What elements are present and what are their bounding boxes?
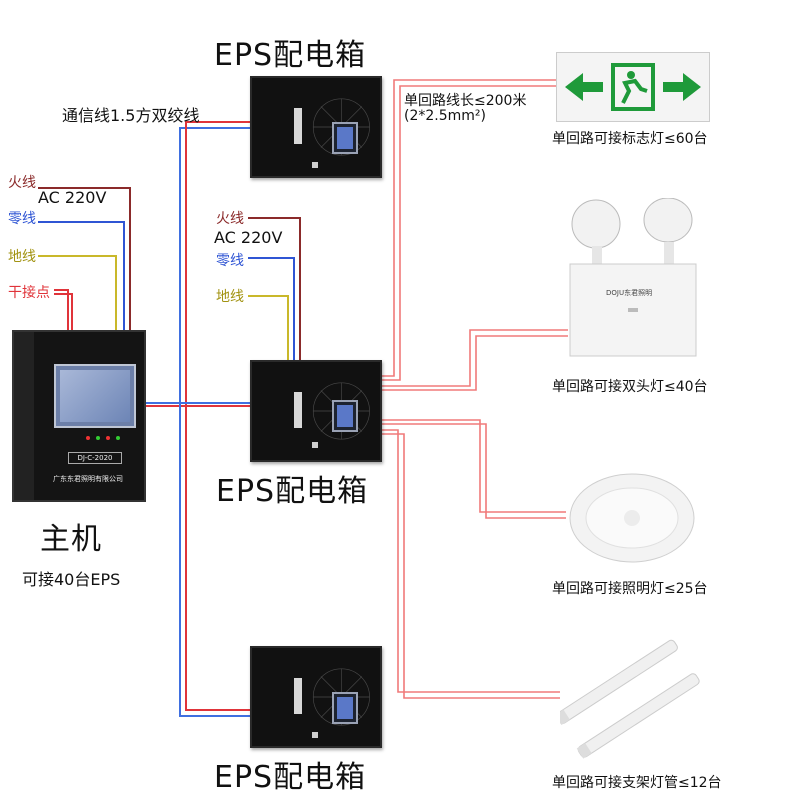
host-neutral-wire [38,221,125,330]
eps-nameplate [294,108,302,144]
exit-sign-graphic [565,63,701,111]
host-indicator [96,436,100,440]
eps-box-bottom [250,646,382,748]
load-label-ceiling: 单回路可接照明灯≤25台 [552,581,708,597]
ceiling-lamp-graphic [569,473,695,563]
host-ground-label: 地线 [8,249,36,265]
host-unit: DJ-C-2020 广东东君照明有限公司 [12,330,146,502]
eps-neutral-label: 零线 [216,253,244,269]
eps-ground-wire [248,295,289,360]
host-indicator [86,436,90,440]
host-voltage-label: AC 220V [38,188,107,207]
host-indicator [116,436,120,440]
output-lines [378,79,568,699]
host-live-wire [38,187,131,330]
eps-box-middle-label: EPS配电箱 [216,474,369,509]
host-ground-wire [38,255,117,330]
eps-indicator [312,162,318,168]
host-input-wires [38,187,131,330]
eps-ground-label: 地线 [216,289,244,305]
host-company-name: 广东东君照明有限公司 [53,475,123,483]
load-label-exit: 单回路可接标志灯≤60台 [552,131,708,147]
eps-box-middle [250,360,382,462]
host-live-label: 火线 [8,175,36,191]
comm-line-label: 通信线1.5方双绞线 [62,106,200,125]
host-capacity: 可接40台EPS [22,570,121,589]
eps-box-top [250,76,382,178]
eps-indicator [312,732,318,738]
eps-live-wire [248,217,301,360]
host-model-badge: DJ-C-2020 [68,452,122,464]
host-screen [54,364,136,428]
eps-box-top-label: EPS配电箱 [214,38,367,73]
tube-light-icon [554,632,700,772]
comm-line [144,121,250,717]
eps-voltage-label: AC 220V [214,228,283,247]
eps-live-label: 火线 [216,211,244,227]
eps-indicator [312,442,318,448]
eps-screen [332,122,358,154]
eps-nameplate [294,678,302,714]
host-dry-contact-label: 干接点 [8,285,50,301]
host-title: 主机 [40,522,102,557]
eps-screen [332,692,358,724]
circuit-length-note: 单回路线长≤200米 [404,93,527,109]
ceiling-lamp-icon [566,466,698,566]
exit-sign-icon [556,52,710,122]
host-side-panel [14,332,34,500]
twin-head-lamp-icon: DOJU东君照明 [568,197,700,358]
host-indicator [106,436,110,440]
load-label-twin: 单回路可接双头灯≤40台 [552,379,708,395]
twin-head-lamp-graphic [569,197,697,357]
eps-neutral-wire [248,257,295,360]
eps-nameplate [294,392,302,428]
twin-lamp-brand: DOJU东君照明 [606,289,653,297]
host-neutral-label: 零线 [8,211,36,227]
host-dry-contact-wire [54,289,69,330]
tube-light-graphic [554,639,700,759]
circuit-wire-spec: (2*2.5mm²) [404,108,486,124]
eps-screen [332,400,358,432]
load-label-tube: 单回路可接支架灯管≤12台 [552,775,722,791]
eps-input-wires [248,217,301,360]
eps-box-bottom-label: EPS配电箱 [214,760,367,795]
